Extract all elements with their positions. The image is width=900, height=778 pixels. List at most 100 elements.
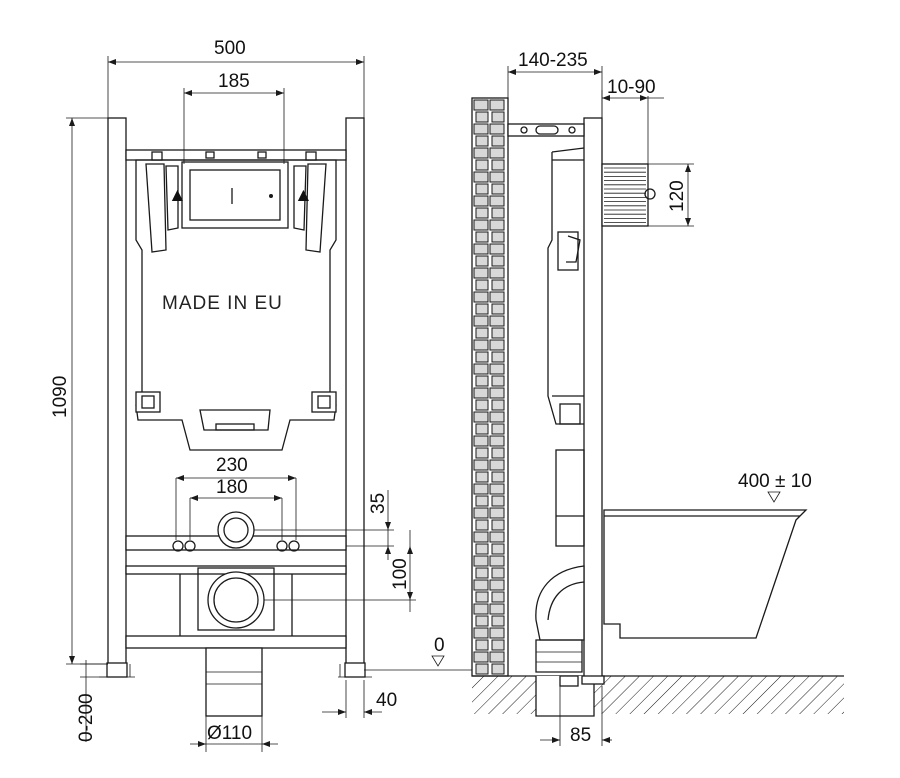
dim-width-500: 500 (214, 38, 246, 59)
wall-tile (489, 435, 505, 447)
wall-tile (491, 591, 505, 603)
cistern (135, 159, 337, 451)
wall-tile (473, 435, 489, 447)
drain-outlet (207, 571, 265, 629)
wall-tile (473, 627, 489, 639)
wall-tile (473, 267, 489, 279)
wall-tile (473, 459, 489, 471)
wall-tile (475, 159, 489, 171)
wall-tile (473, 387, 489, 399)
dim-100: 100 (390, 558, 411, 590)
wall-tile (489, 363, 505, 375)
wall-tile (475, 519, 489, 531)
wall-tile (489, 555, 505, 567)
dim-40: 40 (376, 690, 397, 711)
wall-tile (473, 651, 489, 663)
wall-tile (475, 399, 489, 411)
wall-tile (475, 591, 489, 603)
dim-plate-185: 185 (218, 71, 250, 92)
drain-pipe (205, 647, 263, 717)
wall-tile (491, 615, 505, 627)
wall-tile (475, 111, 489, 123)
wall-tile (489, 411, 505, 423)
wall-tile (489, 267, 505, 279)
wall-tile (473, 147, 489, 159)
wall-tile (491, 351, 505, 363)
wall-tile (489, 147, 505, 159)
wall-tile (491, 423, 505, 435)
wall-tile (475, 183, 489, 195)
wall-tile (489, 507, 505, 519)
actuator-housing (601, 163, 649, 227)
wall-tile (475, 351, 489, 363)
wall-tile (473, 555, 489, 567)
wall-tile (475, 135, 489, 147)
wall-tile (473, 507, 489, 519)
wall-tile (491, 135, 505, 147)
wall-tile (491, 231, 505, 243)
wall-tile (489, 219, 505, 231)
wall-tile (491, 183, 505, 195)
wall-tile (491, 159, 505, 171)
dim-drain-110: Ø110 (207, 723, 252, 744)
wall-tile (475, 279, 489, 291)
wall-tile (475, 423, 489, 435)
wall-tile (473, 291, 489, 303)
wall-tile (491, 663, 505, 675)
wall-bracket (507, 123, 585, 137)
wall-tile (475, 615, 489, 627)
wall-tile (475, 543, 489, 555)
actuator-ribs (604, 167, 646, 224)
wall-tile (491, 375, 505, 387)
wall-tile (491, 255, 505, 267)
wall-tile (489, 531, 505, 543)
wall-tile (491, 279, 505, 291)
wall-tile (489, 651, 505, 663)
wall-tile (473, 339, 489, 351)
wall-tile (489, 387, 505, 399)
wall-tile (491, 399, 505, 411)
wall-tile (491, 471, 505, 483)
wall-tile (473, 99, 489, 111)
wall-tile (491, 639, 505, 651)
wall-tile (489, 627, 505, 639)
wall-tile (491, 303, 505, 315)
wall-tile (491, 207, 505, 219)
cistern-side (547, 147, 585, 425)
wall-tile (475, 663, 489, 675)
wall-tile (475, 567, 489, 579)
flush-pipe-side (555, 449, 585, 547)
wall-tile (475, 471, 489, 483)
wall-tile (473, 171, 489, 183)
svg-text:▲: ▲ (294, 185, 313, 206)
dim-35: 35 (368, 493, 389, 514)
wall-tile (473, 603, 489, 615)
wall-tile (491, 519, 505, 531)
dim-offset-10-90: 10-90 (607, 77, 656, 98)
wall-tile (475, 255, 489, 267)
wall-tile (473, 579, 489, 591)
wall-tile (491, 111, 505, 123)
dim-spacing-230: 230 (216, 455, 248, 476)
wall-tile (475, 447, 489, 459)
dim-depth-140-235: 140-235 (518, 50, 588, 71)
svg-text:▲: ▲ (168, 185, 187, 206)
dim-feet-0-200: 0-200 (76, 693, 97, 742)
toilet-bowl (603, 509, 808, 639)
dim-120: 120 (667, 180, 688, 212)
wall-tile (473, 219, 489, 231)
made-in-eu-label: MADE IN EU (162, 293, 283, 314)
wall-tile (473, 531, 489, 543)
wall-tile (475, 327, 489, 339)
floor (472, 676, 844, 714)
wall-tile (489, 123, 505, 135)
wall-tile (475, 231, 489, 243)
side-view: 140-235 10-90 120 400 ± 10 0 85 (364, 50, 844, 746)
front-view: ▲ ▲ MADE IN EU 5 (50, 38, 416, 752)
wall-tile (491, 447, 505, 459)
wall-tile (489, 99, 505, 111)
wall-tile (491, 543, 505, 555)
wall-tile (489, 291, 505, 303)
wall-tile (475, 495, 489, 507)
